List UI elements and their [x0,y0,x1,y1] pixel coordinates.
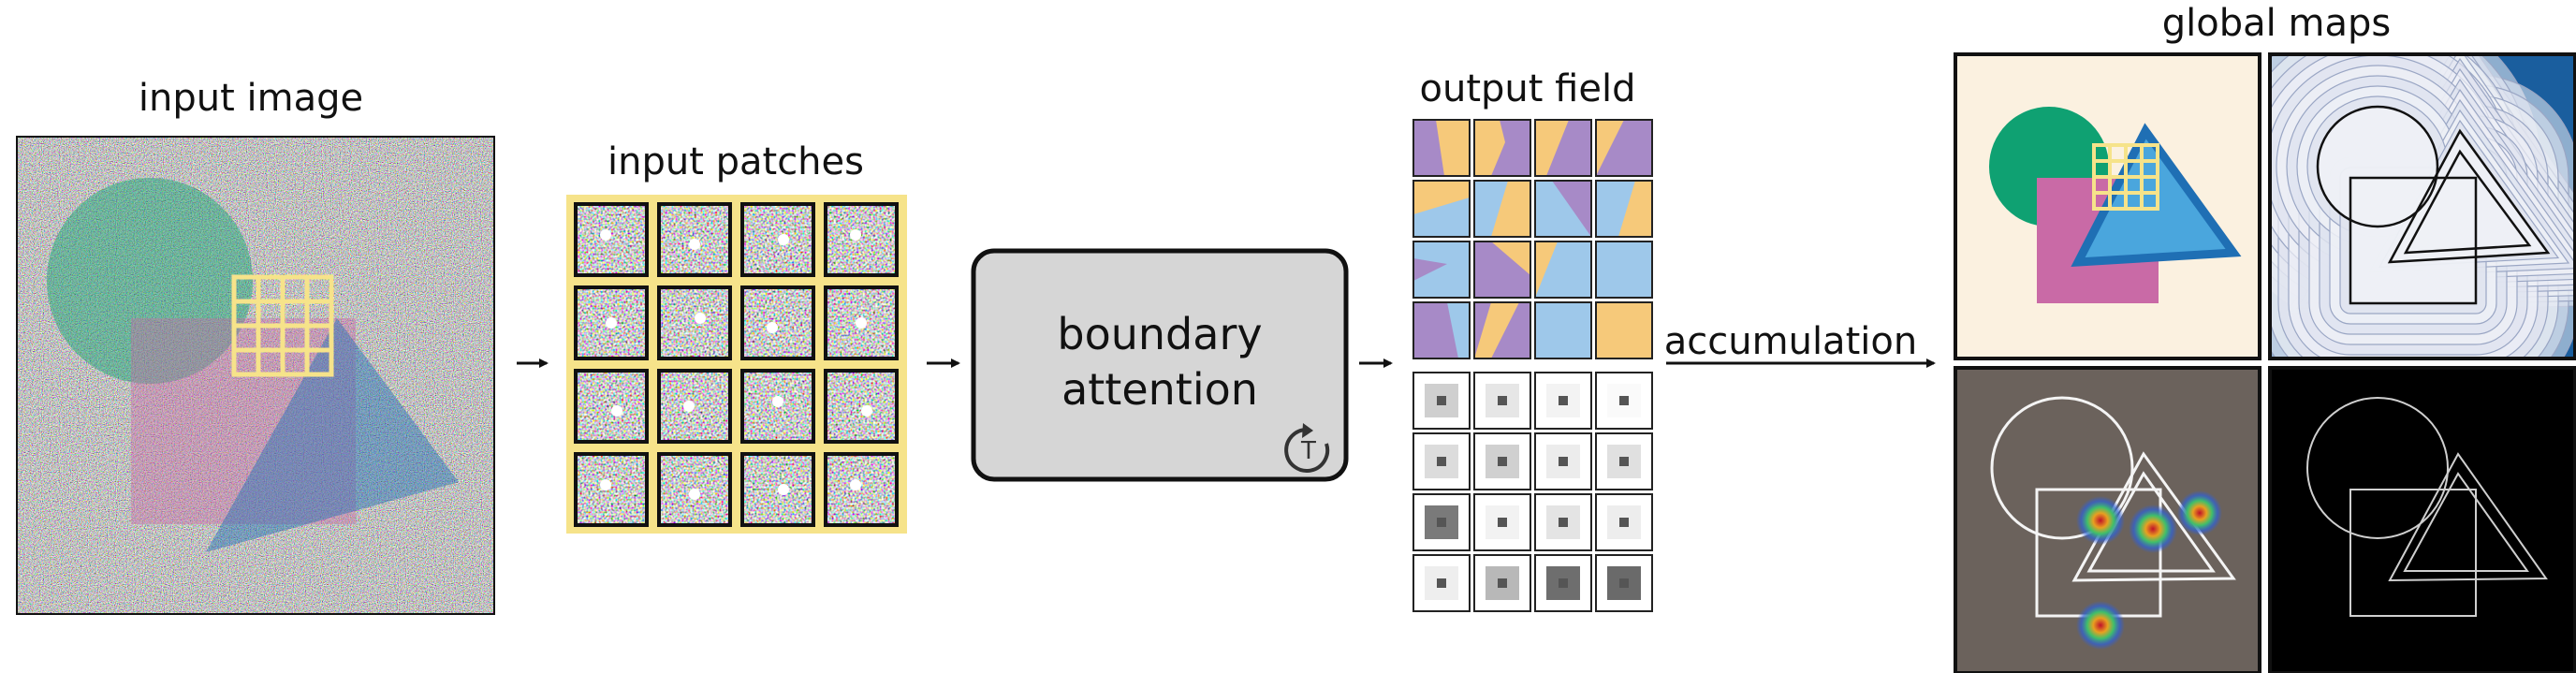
global-maps-label: global maps [2162,2,2391,45]
patch-grid-overlay [231,274,334,377]
input-patch [824,285,899,360]
input-image-panel [16,136,495,615]
output-distance-patch [1412,432,1471,490]
output-field-patch [1473,241,1531,299]
input-patch [740,202,815,277]
output-field-patch [1473,180,1531,238]
input-patch [657,202,732,277]
input-patch [657,285,732,360]
distance-zero-boundaries [2316,105,2551,305]
output-distance-patch [1412,372,1471,430]
global-map-distance [2268,52,2576,360]
input-patch [824,452,899,527]
output-distance-patch [1534,372,1592,430]
output-distance-patch [1412,493,1471,551]
output-field-patch [1473,301,1531,359]
output-distance-patch [1412,554,1471,612]
output-distance-patch [1534,493,1592,551]
input-patch [824,202,899,277]
global-map-boundaries-heat [1954,366,2261,673]
output-distance-patch [1595,554,1653,612]
input-patch [740,452,815,527]
output-distance-patch [1595,372,1653,430]
patch-grid-overlay-map [2092,143,2159,211]
output-distance-patch [1473,432,1531,490]
input-patches-label: input patches [607,140,864,183]
output-field-patch [1412,301,1471,359]
iteration-icon: T [1284,423,1330,473]
global-map-segmentation [1954,52,2261,360]
output-field-patch [1473,119,1531,177]
input-patch [574,202,649,277]
output-field-patch [1534,119,1592,177]
output-distance-patch [1534,554,1592,612]
boundary-attention-line2: attention [1061,364,1258,415]
output-field-patch [1595,301,1653,359]
accumulation-label: accumulation [1664,320,1917,363]
output-field-patch [1595,180,1653,238]
output-field-patch [1412,119,1471,177]
boundary-attention-line1: boundary [1057,309,1262,359]
input-image-label: input image [139,77,363,120]
output-distance-patch [1473,493,1531,551]
output-field-patch [1534,241,1592,299]
iteration-symbol: T [1300,437,1316,465]
output-field-patch [1534,301,1592,359]
input-patches-grid [566,195,907,534]
output-field-distances [1412,372,1653,612]
input-patch [657,452,732,527]
output-field-patch [1595,119,1653,177]
output-distance-patch [1473,554,1531,612]
output-distance-patch [1534,432,1592,490]
input-patch [574,452,649,527]
input-patch [740,369,815,444]
input-patch [824,369,899,444]
global-map-boundaries [2268,366,2576,673]
output-field-label: output field [1420,67,1636,110]
output-field-patch [1595,241,1653,299]
output-distance-patch [1595,493,1653,551]
boundary-attention-box: boundary attention T [971,248,1349,482]
input-patch [574,285,649,360]
input-patch [740,285,815,360]
input-patch [574,369,649,444]
output-field-regions [1412,119,1653,359]
distance-contour [2317,106,2550,304]
output-field-patch [1534,180,1592,238]
output-distance-patch [1595,432,1653,490]
output-field-patch [1412,241,1471,299]
output-field-patch [1412,180,1471,238]
output-distance-patch [1473,372,1531,430]
input-patch [657,369,732,444]
